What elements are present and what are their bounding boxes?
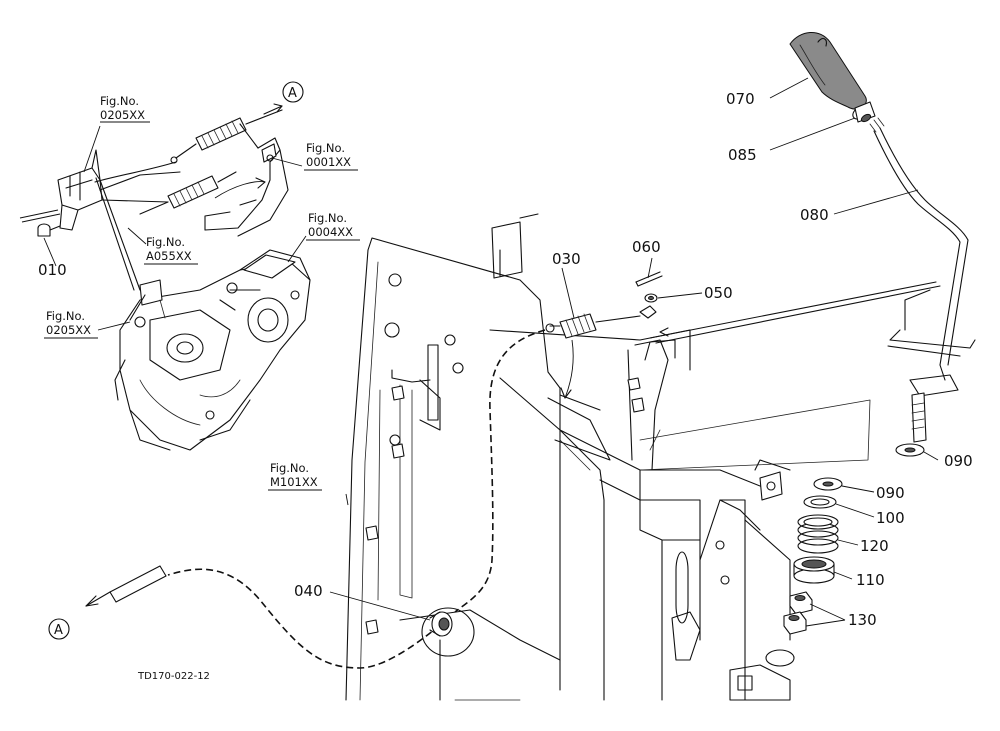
figref-2-code: 0001XX: [306, 155, 351, 169]
part-leaders: [329, 77, 939, 627]
bolt-stud: [911, 392, 927, 455]
washer-090-lower: [813, 477, 843, 491]
collar-085: [852, 101, 876, 123]
label-010: 010: [38, 261, 67, 279]
lever-knob-070: [789, 32, 867, 110]
figref-3-code: 0004XX: [308, 225, 353, 239]
washer-090-upper: [895, 443, 925, 457]
engine-block: [114, 249, 311, 451]
connection-markers: A A: [48, 81, 304, 640]
label-030: 030: [552, 250, 581, 268]
figref-6-title: Fig.No.: [270, 461, 309, 475]
label-090-upper: 090: [944, 452, 973, 470]
top-arrow-rod: [263, 103, 283, 115]
fig-reference-labels: Fig.No. 0205XX Fig.No. 0001XX Fig.No. 00…: [44, 94, 360, 491]
label-080: 080: [800, 206, 829, 224]
long-rod-diagonal: [649, 281, 941, 344]
figref-5-code: 0205XX: [46, 323, 91, 337]
figref-5-title: Fig.No.: [46, 309, 85, 323]
frame-plate: [345, 213, 871, 701]
figref-4-code: A055XX: [146, 249, 192, 263]
marker-a-bottom-label: A: [54, 623, 63, 638]
washer-100: [803, 495, 837, 509]
spring-120: [797, 514, 839, 554]
marker-a-top: [282, 81, 304, 103]
label-060: 060: [632, 238, 661, 256]
cable-bracket: [204, 137, 289, 237]
figref-1-code: 0205XX: [100, 108, 145, 122]
cable-pulley-040: [421, 607, 475, 657]
fig-leaders: [43, 125, 349, 506]
label-040: 040: [294, 582, 323, 600]
bushing-110: [793, 556, 835, 584]
part-number-labels: 070 085 080 060 030 050 090 090 100 120 …: [38, 90, 973, 629]
lower-cable-fitting: [94, 161, 237, 215]
figref-3-title: Fig.No.: [308, 211, 347, 225]
return-spring-curve: [214, 177, 266, 199]
bolt-010: [37, 223, 61, 237]
lever-bracket: [887, 289, 976, 397]
marker-a-bottom: [48, 618, 70, 640]
figref-6-code: M101XX: [270, 475, 318, 489]
drawing-code: TD170-022-12: [137, 671, 210, 682]
nut-130-upper: [789, 591, 813, 615]
throttle-cable-030: [545, 305, 657, 399]
lever-rod-080: [869, 117, 969, 366]
label-070: 070: [726, 90, 755, 108]
nut-130-lower: [783, 611, 807, 635]
label-110: 110: [856, 571, 885, 589]
upper-cable-fitting: [170, 109, 283, 164]
cable-end-rod: [85, 565, 167, 607]
figref-1-title: Fig.No.: [100, 94, 139, 108]
label-130: 130: [848, 611, 877, 629]
label-120: 120: [860, 537, 889, 555]
label-050: 050: [704, 284, 733, 302]
label-085: 085: [728, 146, 757, 164]
label-100: 100: [876, 509, 905, 527]
washer-050: [644, 293, 658, 303]
cable-route-dashed: [167, 329, 546, 669]
label-090-lower: 090: [876, 484, 905, 502]
figref-2-title: Fig.No.: [306, 141, 345, 155]
marker-a-top-label: A: [288, 86, 297, 101]
figref-4-title: Fig.No.: [146, 235, 185, 249]
